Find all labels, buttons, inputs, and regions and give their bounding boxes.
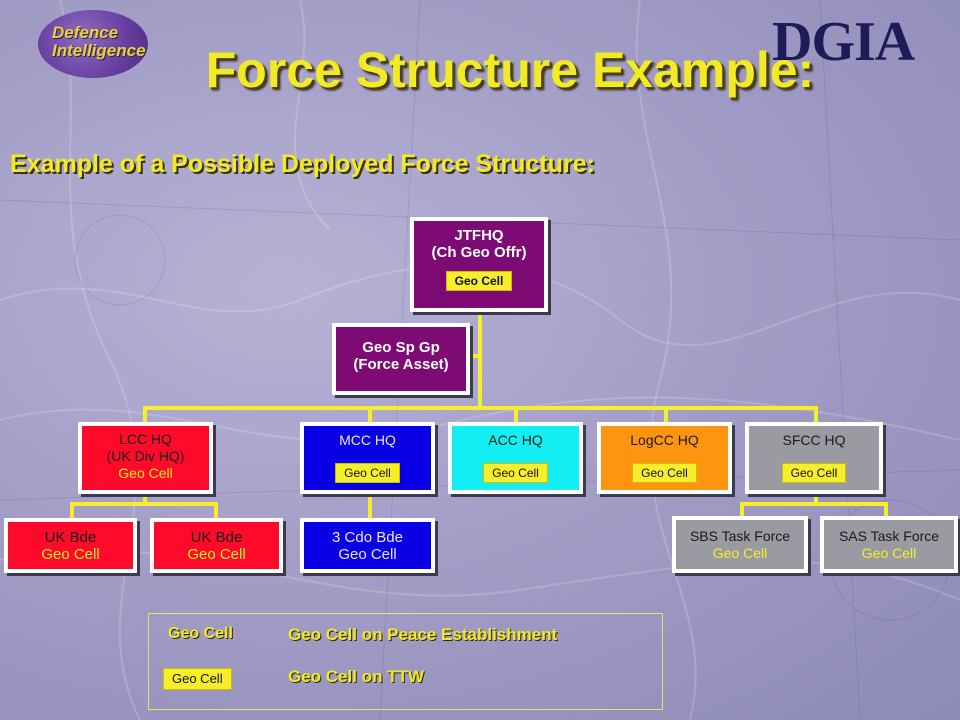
legend-peace-key: Geo Cell xyxy=(168,625,233,642)
node-3-cdo-bde-title: 3 Cdo Bde xyxy=(332,529,403,546)
node-3-cdo-bde: 3 Cdo Bde Geo Cell xyxy=(300,518,435,573)
legend xyxy=(148,613,663,710)
node-sas-geo-cell: Geo Cell xyxy=(861,545,917,561)
node-sas-task-force: SAS Task Force Geo Cell xyxy=(820,516,958,573)
connector-sfcc-trunk xyxy=(814,492,818,504)
node-sfcc-hq-geo-cell: Geo Cell xyxy=(781,463,847,483)
connector-geo-sp-gp xyxy=(470,354,480,358)
connector-drop-acc xyxy=(514,406,518,424)
node-acc-hq: ACC HQ Geo Cell xyxy=(448,422,583,494)
node-jtfhq-geo-cell: Geo Cell xyxy=(445,271,513,291)
connector-drop-sas xyxy=(884,502,888,518)
connector-sfcc-bus xyxy=(740,502,888,506)
node-jtfhq-subtitle: (Ch Geo Offr) xyxy=(431,244,527,261)
node-acc-hq-title: ACC HQ xyxy=(488,432,543,448)
node-mcc-hq-title: MCC HQ xyxy=(339,432,396,448)
node-uk-bde-2-geo-cell: Geo Cell xyxy=(187,546,246,563)
node-lcc-hq-subtitle: (UK Div HQ) xyxy=(106,448,185,464)
node-jtfhq: JTFHQ (Ch Geo Offr) Geo Cell xyxy=(410,217,548,312)
node-logcc-hq: LogCC HQ Geo Cell xyxy=(597,422,732,494)
node-jtfhq-title: JTFHQ xyxy=(454,227,504,244)
node-uk-bde-1-title: UK Bde xyxy=(44,529,97,546)
defence-intelligence-logo: Defence Intelligence xyxy=(38,10,158,80)
page-title: Force Structure Example: xyxy=(205,42,815,98)
connector-drop-logcc xyxy=(664,406,668,424)
globe-emblem xyxy=(38,10,148,78)
node-uk-bde-1: UK Bde Geo Cell xyxy=(4,518,137,573)
connector-mcc-cdo xyxy=(368,492,372,520)
node-mcc-hq: MCC HQ Geo Cell xyxy=(300,422,435,494)
connector-drop-uk-bde-2 xyxy=(214,502,218,520)
node-acc-hq-geo-cell: Geo Cell xyxy=(483,463,548,483)
logo-right-text: DGIA xyxy=(772,11,915,73)
node-geo-sp-gp: Geo Sp Gp (Force Asset) xyxy=(332,323,470,395)
dgia-logo: DGIA xyxy=(772,12,942,72)
node-lcc-hq-geo-cell: Geo Cell xyxy=(118,465,173,481)
node-logcc-hq-title: LogCC HQ xyxy=(630,432,699,448)
page-subtitle: Example of a Possible Deployed Force Str… xyxy=(10,150,595,178)
node-sas-title: SAS Task Force xyxy=(838,528,940,544)
node-sbs-task-force: SBS Task Force Geo Cell xyxy=(672,516,808,573)
node-sbs-geo-cell: Geo Cell xyxy=(712,545,768,561)
node-uk-bde-1-geo-cell: Geo Cell xyxy=(41,546,100,563)
node-sfcc-hq: SFCC HQ Geo Cell xyxy=(745,422,883,494)
connector-drop-sfcc xyxy=(814,406,818,424)
connector-drop-uk-bde-1 xyxy=(70,502,74,520)
connector-drop-mcc xyxy=(368,406,372,424)
node-3-cdo-bde-geo-cell: Geo Cell xyxy=(338,546,397,563)
node-mcc-hq-geo-cell: Geo Cell xyxy=(335,463,400,483)
node-logcc-hq-geo-cell: Geo Cell xyxy=(632,463,697,483)
node-uk-bde-2-title: UK Bde xyxy=(190,529,243,546)
connector-horizontal-bus xyxy=(143,406,818,410)
connector-lcc-bus xyxy=(70,502,218,506)
node-lcc-hq: LCC HQ (UK Div HQ) Geo Cell xyxy=(78,422,213,494)
connector-drop-lcc xyxy=(143,406,147,424)
node-uk-bde-2: UK Bde Geo Cell xyxy=(150,518,283,573)
connector-drop-sbs xyxy=(740,502,744,518)
legend-ttw-key: Geo Cell xyxy=(163,668,232,690)
node-sbs-title: SBS Task Force xyxy=(689,528,791,544)
node-geo-sp-gp-subtitle: (Force Asset) xyxy=(353,356,449,373)
connector-jtfhq-trunk xyxy=(478,310,482,410)
node-geo-sp-gp-title: Geo Sp Gp xyxy=(362,339,440,356)
logo-left-text: Defence Intelligence xyxy=(52,23,146,60)
node-lcc-hq-title: LCC HQ xyxy=(119,431,172,447)
connector-lcc-trunk xyxy=(143,492,147,504)
node-sfcc-hq-title: SFCC HQ xyxy=(782,432,846,448)
legend-peace-desc: Geo Cell on Peace Establishment xyxy=(288,625,558,644)
legend-ttw-desc: Geo Cell on TTW xyxy=(288,667,424,686)
